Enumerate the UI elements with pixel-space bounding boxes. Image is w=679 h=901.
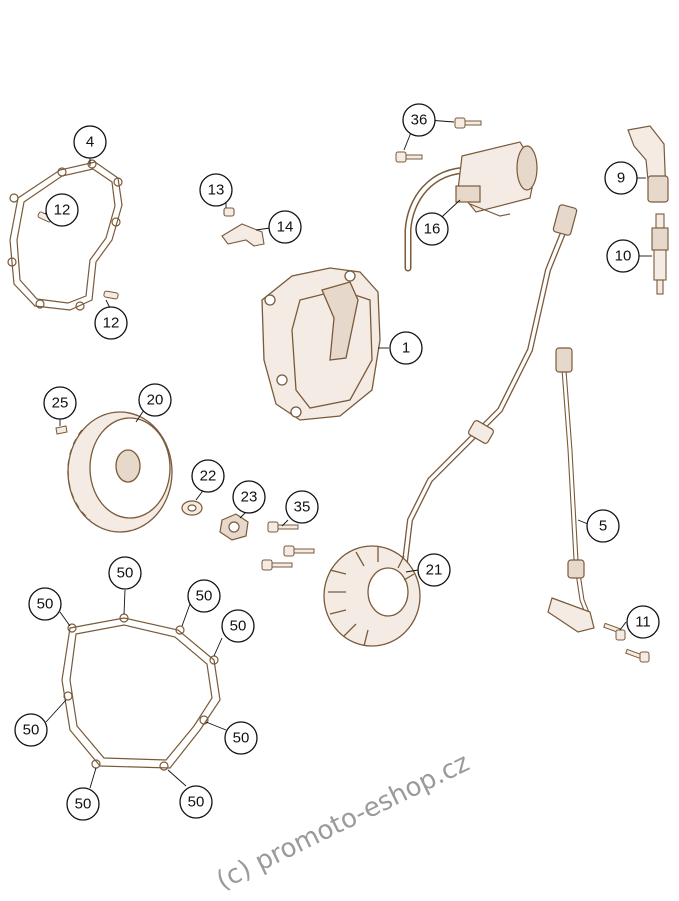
- callout-21: 21: [417, 553, 451, 587]
- callout-35: 35: [285, 490, 319, 524]
- washer-icon: [181, 500, 203, 516]
- callout-22: 22: [191, 459, 225, 493]
- callout-label: 50: [75, 796, 92, 813]
- callout-label: 50: [117, 565, 134, 582]
- callout-label: 50: [23, 722, 40, 739]
- callout-50-upper-left: 50: [28, 587, 62, 621]
- flywheel-icon: [67, 411, 173, 533]
- callout-label: 50: [230, 618, 247, 635]
- callout-label: 35: [294, 499, 311, 516]
- callout-12-lower: 12: [94, 306, 128, 340]
- callout-label: 25: [52, 395, 69, 412]
- callout-13: 13: [199, 173, 233, 207]
- gasket-icon: [61, 613, 221, 771]
- callout-4: 4: [73, 125, 107, 159]
- callout-20: 20: [138, 383, 172, 417]
- callout-label: 11: [635, 614, 651, 631]
- callout-label: 5: [599, 518, 607, 535]
- callout-12-upper: 12: [45, 193, 79, 227]
- callout-label: 36: [411, 112, 428, 129]
- nut-icon: [219, 513, 249, 541]
- dowel-pin-icon: [37, 211, 119, 300]
- callout-label: 21: [426, 562, 443, 579]
- callout-label: 9: [617, 170, 625, 187]
- callout-label: 20: [147, 392, 164, 409]
- watermark: (c) promoto-eshop.cz: [212, 748, 474, 896]
- callout-50-bottom-right: 50: [179, 785, 213, 819]
- callout-50-right: 50: [221, 609, 255, 643]
- spark-plug-icon: [651, 213, 669, 295]
- callout-36: 36: [402, 103, 436, 137]
- pickup-sensor-icon: [547, 347, 595, 633]
- clip-icon: [221, 207, 265, 247]
- callout-50-bottom-left: 50: [66, 787, 100, 821]
- callout-9: 9: [604, 161, 638, 195]
- callout-label: 22: [200, 468, 217, 485]
- gasket-icon: [7, 159, 123, 311]
- callout-5: 5: [586, 509, 620, 543]
- bolt-icon: [395, 117, 482, 163]
- callout-16: 16: [415, 212, 449, 246]
- callout-14: 14: [268, 210, 302, 244]
- wiring-harness-icon: [401, 204, 578, 571]
- ignition-cover-icon: [261, 267, 381, 421]
- callout-label: 50: [188, 794, 205, 811]
- callout-label: 10: [615, 248, 632, 265]
- callout-label: 12: [54, 202, 71, 219]
- spark-plug-cap-icon: [627, 125, 669, 203]
- callout-label: 23: [241, 489, 258, 506]
- key-icon: [55, 425, 68, 435]
- stator-icon: [323, 545, 421, 647]
- bolt-icon: [603, 622, 650, 663]
- callout-label: 50: [196, 588, 213, 605]
- callout-label: 50: [37, 596, 54, 613]
- callout-23: 23: [232, 480, 266, 514]
- callout-label: 13: [208, 182, 225, 199]
- bolt-icon: [261, 521, 315, 571]
- callout-label: 14: [277, 219, 294, 236]
- callout-label: 16: [424, 221, 441, 238]
- callout-label: 12: [103, 315, 120, 332]
- callout-50-left: 50: [14, 713, 48, 747]
- callout-label: 4: [86, 134, 94, 151]
- callout-11: 11: [626, 605, 660, 639]
- callout-label: 50: [233, 730, 250, 747]
- callout-10: 10: [606, 239, 640, 273]
- callout-50-lower-right: 50: [224, 721, 258, 755]
- callout-1: 1: [389, 331, 423, 365]
- ignition-coil-icon: [404, 141, 538, 272]
- callout-25: 25: [43, 386, 77, 420]
- callout-50-upper-right: 50: [187, 579, 221, 613]
- callout-label: 1: [402, 340, 410, 357]
- callout-50-top: 50: [108, 556, 142, 590]
